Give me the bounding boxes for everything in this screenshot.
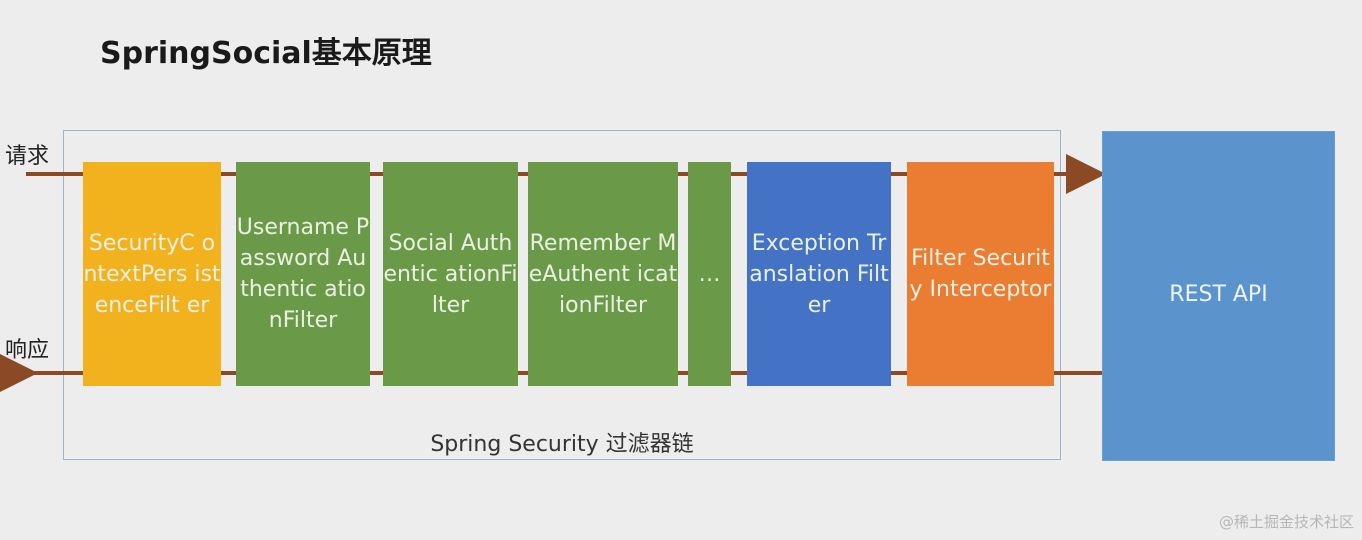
rest-api-box: REST API xyxy=(1102,131,1335,461)
watermark: @稀土掘金技术社区 xyxy=(1218,513,1354,531)
filter-chain-container xyxy=(63,130,1061,460)
rest-api-label: REST API xyxy=(1169,281,1268,307)
response-label: 响应 xyxy=(5,338,50,363)
page-title: SpringSocial基本原理 xyxy=(100,36,432,71)
filter-exception-translation: Exception Translation Filter xyxy=(747,162,891,386)
filter-security-context-persistence: SecurityC ontextPers istenceFilt er xyxy=(83,162,221,386)
filter-social-authentication: Social Authentic ationFilter xyxy=(383,162,518,386)
request-label: 请求 xyxy=(5,144,50,169)
filter-username-password-authentication: Username Password Authentic ationFilter xyxy=(236,162,370,386)
filter-remember-me-authentication: Remember MeAuthent icationFilter xyxy=(528,162,678,386)
filter-ellipsis: … xyxy=(688,162,731,386)
filter-chain-label: Spring Security 过滤器链 xyxy=(430,432,694,457)
filter-security-interceptor: Filter Security Interceptor xyxy=(907,162,1054,386)
